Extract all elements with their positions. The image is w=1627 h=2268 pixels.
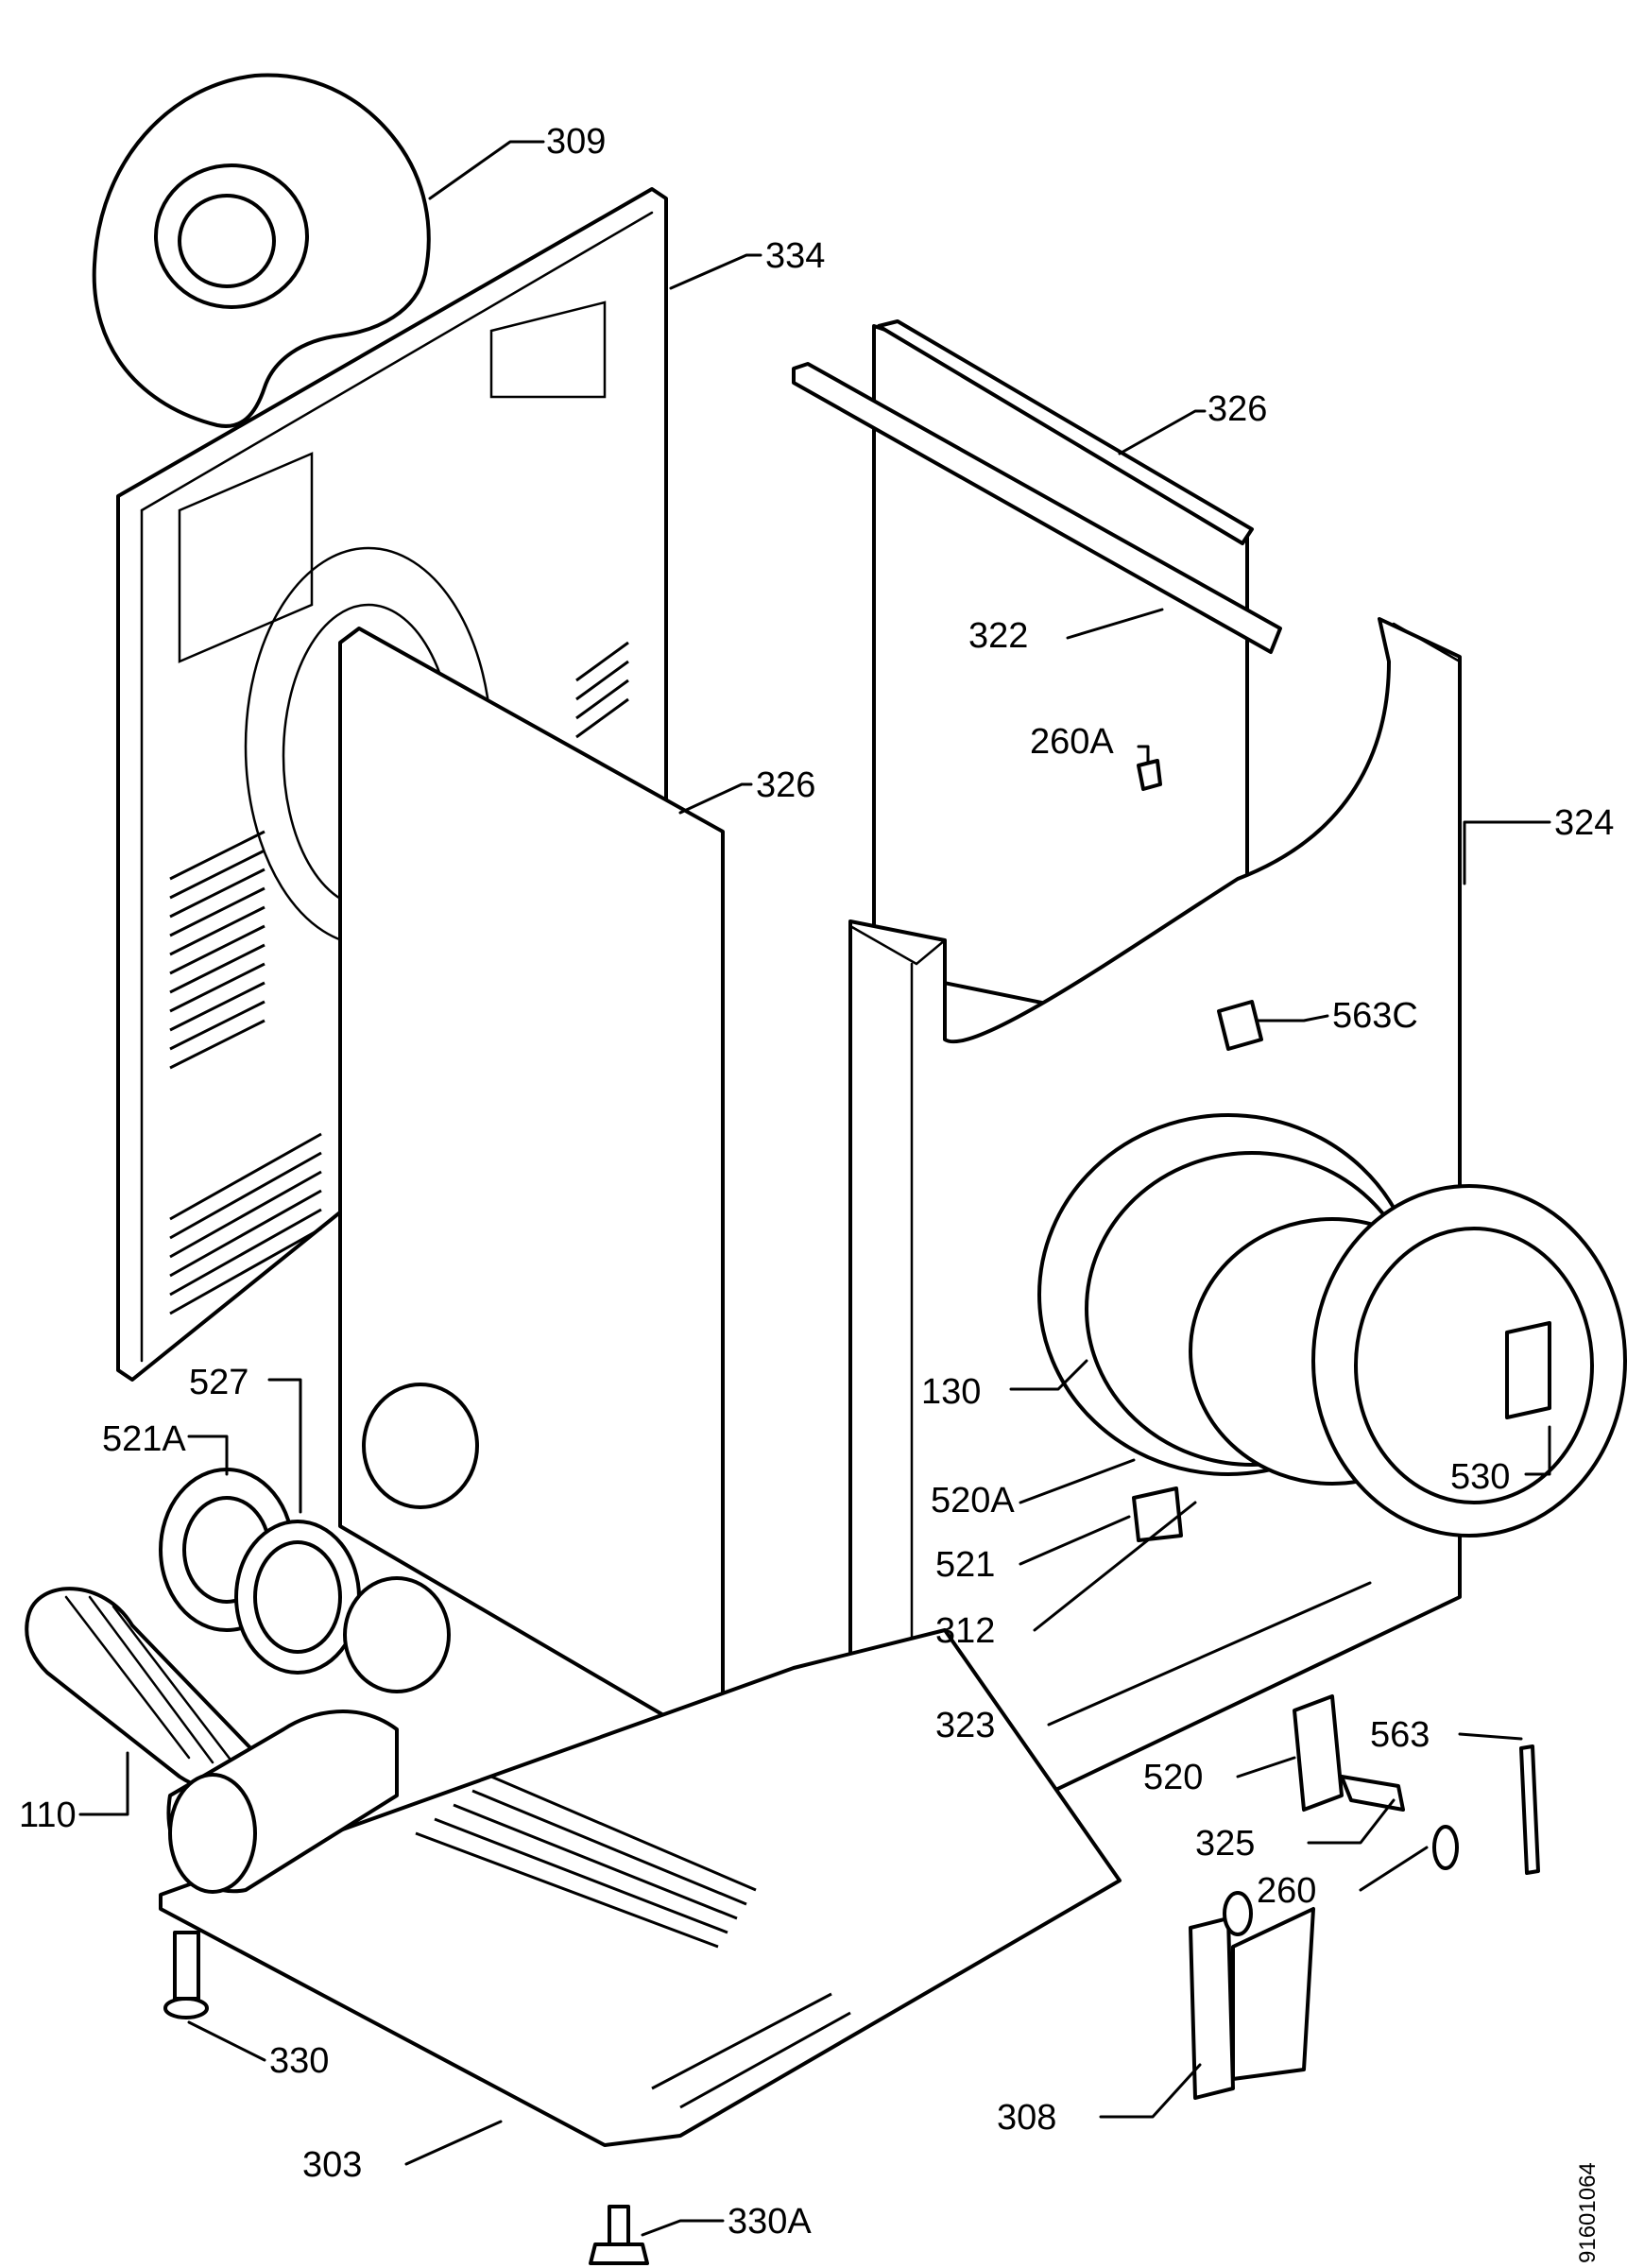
part-520-lock-plate [1293, 1694, 1344, 1812]
part-563-pin [1519, 1744, 1540, 1875]
label-308: 308 [997, 2098, 1056, 2138]
part-260A-clip [1137, 759, 1162, 791]
label-326-top: 326 [1207, 389, 1267, 429]
label-521A: 521A [102, 1419, 186, 1459]
label-322: 322 [968, 616, 1028, 656]
label-309: 309 [546, 122, 606, 162]
part-330A-foot [589, 2205, 649, 2265]
part-330-adjustable-foot [163, 1931, 209, 2019]
part-308-hinge [1189, 1891, 1315, 2100]
label-330A: 330A [728, 2202, 812, 2242]
label-323: 323 [935, 1706, 995, 1745]
part-527-ring [234, 1520, 361, 1675]
part-labels: 309 334 326 322 260A 326 324 563C 527 52… [19, 122, 1614, 2263]
part-door-assembly [1037, 1000, 1627, 1538]
label-326-mid: 326 [756, 765, 815, 805]
label-520: 520 [1143, 1758, 1203, 1797]
part-530-handle [1505, 1321, 1551, 1419]
part-326-side-panel-left [338, 627, 725, 1741]
label-563C: 563C [1332, 996, 1418, 1036]
label-312: 312 [935, 1611, 995, 1651]
label-303: 303 [302, 2145, 362, 2185]
label-324: 324 [1554, 803, 1614, 843]
part-322-326-top-frame [792, 319, 1282, 1046]
label-330: 330 [269, 2041, 329, 2081]
label-520A: 520A [931, 1481, 1015, 1521]
base-vent-grille [415, 1775, 851, 2109]
part-309-rear-cover [92, 73, 431, 428]
label-334: 334 [765, 236, 825, 276]
label-325: 325 [1195, 1824, 1255, 1864]
document-number: 91601064 [1575, 2162, 1601, 2263]
part-563C-hinge-clip [1217, 1000, 1263, 1051]
leader-lines [78, 140, 1551, 2237]
label-527: 527 [189, 1363, 248, 1402]
part-110-hose [25, 1587, 262, 1791]
rear-vent-grille [169, 641, 629, 1315]
part-325-hinge-lever [1340, 1775, 1405, 1812]
part-260-clip [1432, 1825, 1459, 1870]
label-110: 110 [19, 1796, 77, 1835]
label-260A: 260A [1030, 722, 1114, 762]
label-563: 563 [1370, 1715, 1430, 1755]
label-521: 521 [935, 1545, 995, 1585]
label-260: 260 [1257, 1871, 1316, 1911]
part-521-catch [1132, 1486, 1183, 1542]
label-530: 530 [1450, 1457, 1510, 1497]
part-303-base [159, 1576, 1122, 2147]
label-130: 130 [921, 1372, 981, 1412]
